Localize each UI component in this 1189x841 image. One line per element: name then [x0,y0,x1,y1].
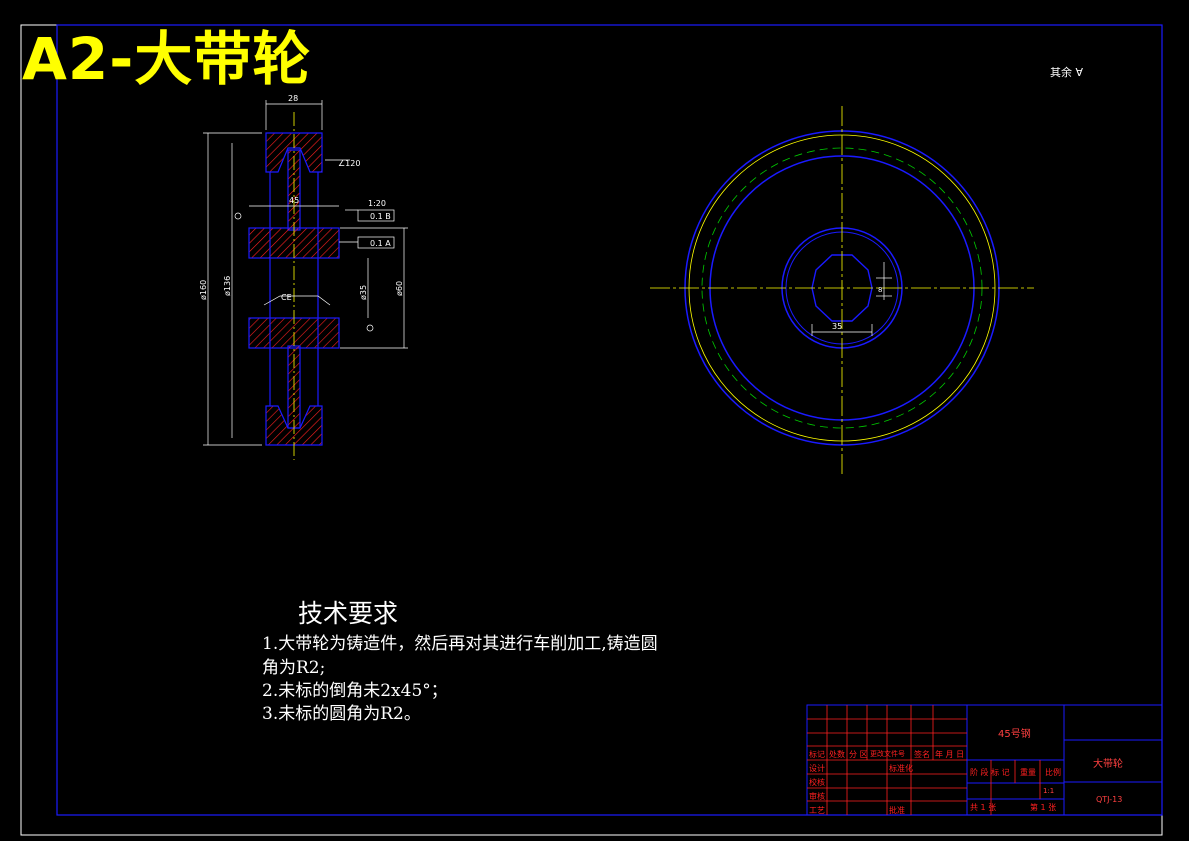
dim-chamfer: CE [281,293,292,302]
tech-line-4: 3.未标的圆角为R2。 [262,704,421,724]
dim-tol2: 0.1 A [370,239,391,248]
hdr-change-doc: 更改文件号 [870,750,905,758]
hdr-zone: 分 区 [849,750,868,759]
dim-top-width: 28 [288,94,298,103]
inner-border [56,24,1163,816]
hdr-mark: 标记 [809,750,825,759]
surface-note-label: 其余 [1050,66,1072,79]
outer-border [20,24,1163,836]
total-sheets: 共 1 张 [970,803,997,812]
stage-labels: 阶 段 标 记 [970,768,1010,777]
row-standard: 标准化 [889,764,913,773]
weight-label: 重量 [1020,768,1036,777]
dim-tol1: 0.1 B [370,212,391,221]
scale-value: 1:1 [1043,787,1055,795]
tech-line-1: 1.大带轮为铸造件，然后再对其进行车削加工,铸造圆 [262,634,658,654]
tech-line-2: 角为R2; [262,658,326,678]
dim-bore-dia: ø35 [359,285,368,300]
dim-outer-dia: ø160 [199,280,208,300]
dim-hub-dia: ø60 [395,281,404,296]
title-block-red-grid [807,705,1041,815]
drawing-number: QTJ-13 [1096,795,1123,804]
row-review: 审核 [809,792,825,801]
surface-finish-note: 其余 ∀ [1050,64,1083,80]
row-approve: 批准 [889,806,905,815]
row-check: 校核 [809,778,825,787]
front-view: 35 8 [650,106,1034,476]
tech-line-3: 2.未标的倒角未2x45°； [262,681,448,701]
dim-key-depth: 8 [878,286,882,294]
hdr-count: 处数 [829,750,845,759]
section-view [203,100,408,460]
dim-mid-dia: ø136 [223,276,232,296]
roughness-icon: ∀ [1075,66,1084,79]
tech-requirements-heading: 技术要求 [298,599,399,628]
row-process: 工艺 [809,806,825,815]
dim-hub-width: 45 [289,196,299,205]
row-design: 设计 [809,764,825,773]
ratio-label: 比例 [1045,768,1061,777]
dim-angle: ∠120 [338,159,360,168]
dimension-labels: 28 ∠120 45 1:20 0.1 B 0.1 A CE ø160 ø136… [199,94,404,302]
hdr-sign: 签名 [914,750,930,759]
dim-slope: 1:20 [368,199,386,208]
dim-key-width: 35 [832,322,842,331]
sheet-number: 第 1 张 [1030,803,1057,812]
material-label: 45号钢 [998,729,1031,740]
sheet-title: A2-大带轮 [22,25,312,93]
hdr-date: 年 月 日 [935,750,965,759]
part-name-label: 大带轮 [1093,759,1123,770]
